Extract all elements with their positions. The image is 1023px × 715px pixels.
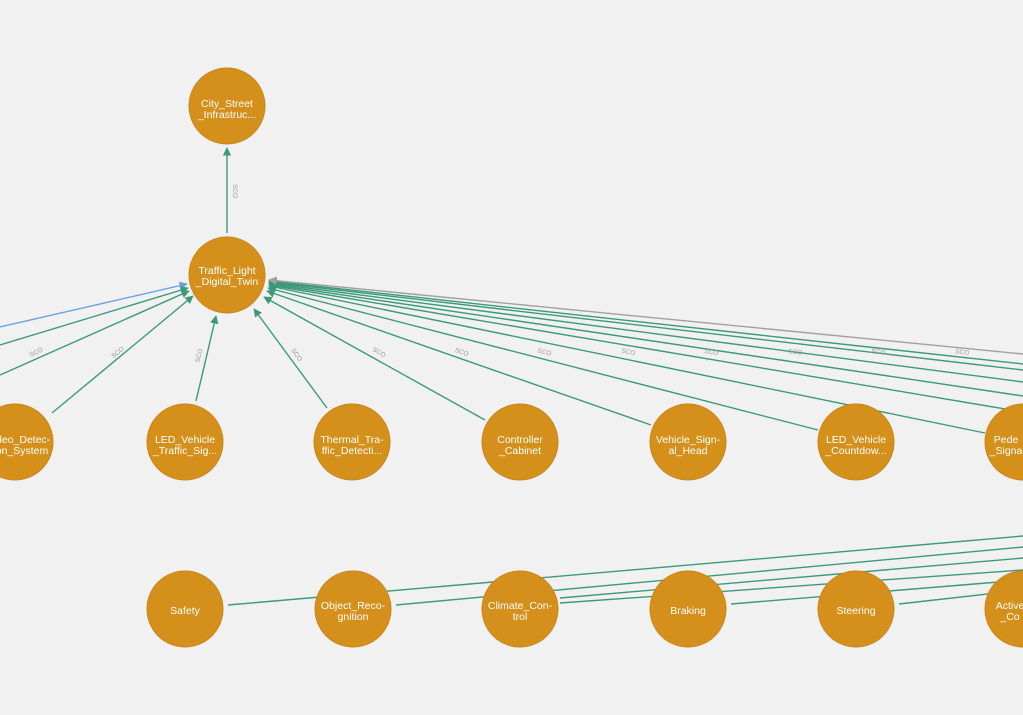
edge-labels-layer: SCO SCO SCO SCO SCO SCO SCO SCO SCO SCO … [28, 184, 969, 363]
edge-climate-control-offscreen-1[interactable] [559, 557, 1023, 599]
node-thermal-traffic-detection[interactable]: Thermal_Tra-ffic_Detecti... [313, 403, 391, 481]
node-object-recognition[interactable]: Object_Reco-gnition [314, 570, 392, 648]
edge-offscreen-left-2[interactable] [0, 290, 190, 376]
edge-video-detection-to-traffic-light[interactable] [51, 295, 194, 414]
edge-label: SCO [704, 348, 719, 357]
node-video-detection-system[interactable]: ideo_Detec-on_System [0, 403, 54, 481]
edge-label: SCO [231, 184, 238, 198]
edge-label: SCO [955, 348, 970, 356]
edge-offscreen-right-4[interactable] [268, 278, 1023, 371]
nodes-layer: City_Street_Infrastruc... Traffic_Light_… [0, 67, 1023, 648]
edge-climate-control-offscreen-2[interactable] [559, 569, 1023, 604]
edge-offscreen-left-1[interactable] [0, 286, 189, 346]
node-traffic-light-digital-twin[interactable]: Traffic_Light_Digital_Twin [188, 236, 266, 314]
edge-offscreen-right-1[interactable] [268, 282, 1023, 413]
node-braking[interactable]: Braking [649, 570, 727, 648]
edge-controller-to-traffic-light[interactable] [263, 296, 486, 421]
node-steering[interactable]: Steering [817, 570, 895, 648]
edge-label: SCO [621, 348, 636, 358]
node-pedestrian-signal[interactable]: Pede_Signa [984, 403, 1023, 481]
edge-label: SCO [537, 347, 552, 357]
node-vehicle-signal-head[interactable]: Vehicle_Sign-al_Head [649, 403, 727, 481]
edge-offscreen-right-5[interactable] [268, 277, 1023, 365]
edge-led-vehicle-traffic-to-traffic-light[interactable] [195, 315, 219, 402]
edge-label: SCO [454, 347, 470, 358]
edge-led-countdown-to-traffic-light[interactable] [267, 285, 819, 431]
edge-label: SCO [871, 348, 886, 357]
node-led-vehicle-countdown[interactable]: LED_Vehicle_Countdow... [817, 403, 895, 481]
edges-layer [0, 147, 1023, 606]
node-climate-control[interactable]: Climate_Con-trol [481, 570, 559, 648]
edge-offscreen-right-3[interactable] [268, 279, 1023, 383]
edge-thermal-to-traffic-light[interactable] [253, 308, 328, 409]
edge-vehicle-signal-head-to-traffic-light[interactable] [266, 289, 652, 426]
edge-label: SCO [194, 348, 204, 363]
edge-label: SCO [788, 348, 803, 357]
edge-offscreen-left-blue[interactable] [0, 281, 188, 328]
edge-offscreen-right-gray[interactable] [268, 276, 1023, 355]
node-city-street-infrastructure[interactable]: City_Street_Infrastruc... [188, 67, 266, 145]
node-safety[interactable]: Safety [146, 570, 224, 648]
edge-offscreen-right-2[interactable] [268, 280, 1023, 397]
node-controller-cabinet[interactable]: Controller_Cabinet [481, 403, 559, 481]
node-led-vehicle-traffic-signal[interactable]: LED_Vehicle_Traffic_Sig... [146, 403, 224, 481]
